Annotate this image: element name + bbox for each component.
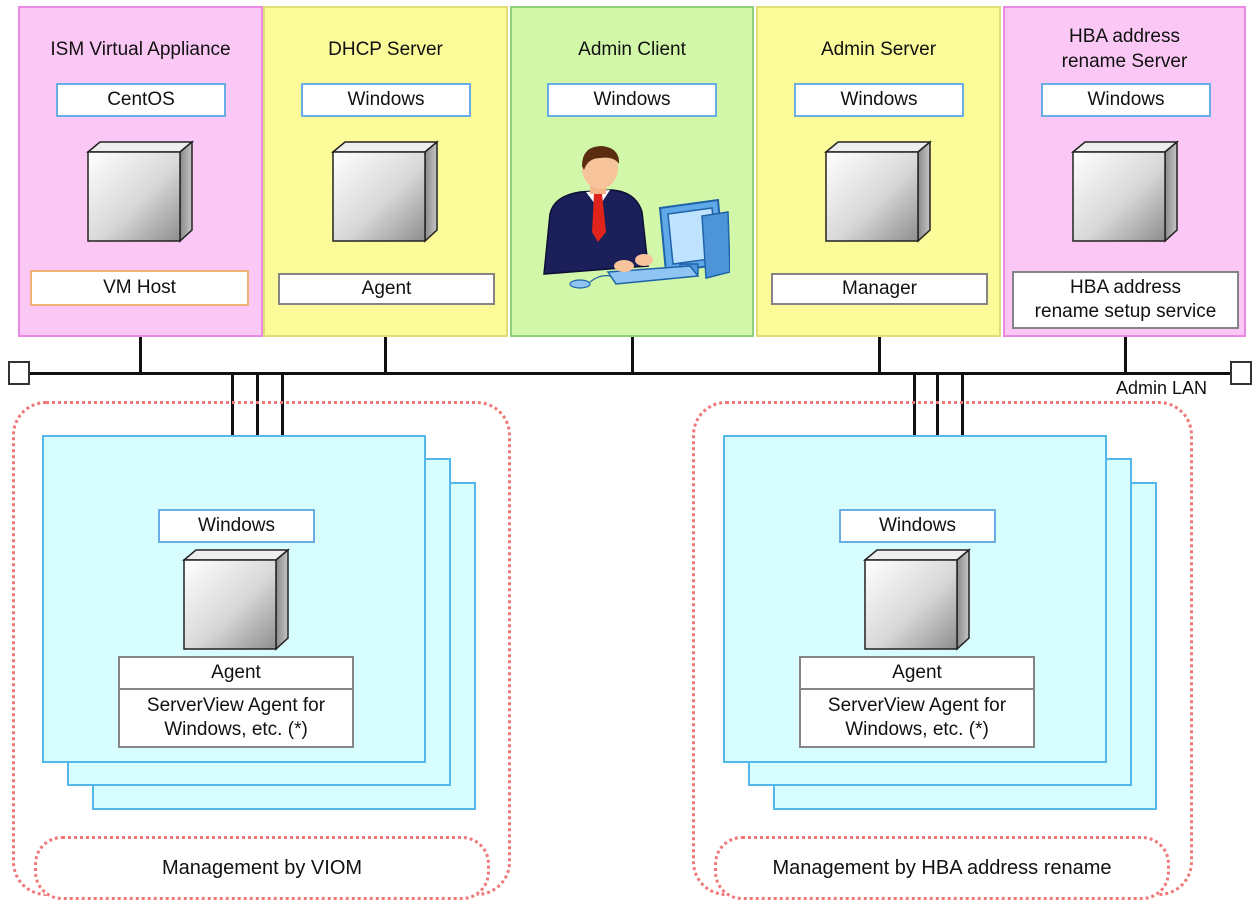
column-title: Admin Client (578, 39, 686, 60)
os-label: Windows (158, 509, 315, 543)
server-card-front: Windows Agent ServerView Agent for Windo… (42, 435, 426, 763)
box-line2: rename setup service (1034, 301, 1217, 322)
connector (631, 337, 634, 374)
column-title: ISM Virtual Appliance (50, 39, 231, 60)
group-label-viom: Management by VIOM (34, 836, 490, 900)
connector (913, 374, 916, 436)
lan-end-cap-left (8, 361, 30, 385)
column-title: DHCP Server (328, 39, 443, 60)
column-dhcp-server: DHCP Server Windows Agent (263, 6, 508, 337)
hba-setup-service-box: HBA address rename setup service (1012, 271, 1239, 329)
serverview-agent-box: ServerView Agent for Windows, etc. (*) (799, 688, 1035, 748)
serverview-agent-box: ServerView Agent for Windows, etc. (*) (118, 688, 354, 748)
os-label: Windows (794, 83, 964, 117)
connector (878, 337, 881, 374)
manager-box: Manager (771, 273, 988, 305)
agent-box: Agent (799, 656, 1035, 690)
agent-box: Agent (118, 656, 354, 690)
column-title-line1: HBA address (1069, 26, 1180, 47)
column-ism-virtual-appliance: ISM Virtual Appliance CentOS VM Host (18, 6, 263, 337)
lan-end-cap-right (1230, 361, 1252, 385)
os-label: Windows (1041, 83, 1211, 117)
box-line1: HBA address (1070, 277, 1181, 298)
box-line1: ServerView Agent for (146, 695, 326, 716)
connector (139, 337, 142, 374)
server-icon (86, 140, 194, 244)
connector (281, 374, 284, 436)
os-label: Windows (839, 509, 996, 543)
connector (961, 374, 964, 436)
admin-lan-label: Admin LAN (1116, 378, 1208, 398)
connector (936, 374, 939, 436)
box-line2: Windows, etc. (*) (164, 719, 308, 740)
os-label: CentOS (56, 83, 226, 117)
server-icon (824, 140, 932, 244)
column-title-line2: rename Server (1061, 51, 1188, 72)
box-line1: ServerView Agent for (827, 695, 1007, 716)
server-icon (863, 548, 971, 652)
os-label: Windows (301, 83, 471, 117)
column-hba-address-rename-server: HBA address rename Server Windows HBA ad… (1003, 6, 1246, 337)
server-icon (182, 548, 290, 652)
column-title: Admin Server (820, 39, 937, 60)
connector (231, 374, 234, 436)
connector (1124, 337, 1127, 374)
server-icon (1071, 140, 1179, 244)
os-label: Windows (547, 83, 717, 117)
connector (384, 337, 387, 374)
column-admin-client: Admin Client Windows (510, 6, 754, 337)
connector (256, 374, 259, 436)
server-icon (331, 140, 439, 244)
box-line2: Windows, etc. (*) (845, 719, 989, 740)
column-admin-server: Admin Server Windows Manager (756, 6, 1001, 337)
server-card-front: Windows Agent ServerView Agent for Windo… (723, 435, 1107, 763)
group-label-hba: Management by HBA address rename (714, 836, 1170, 900)
vm-host-box: VM Host (30, 270, 249, 306)
admin-user-at-computer-icon (543, 146, 730, 289)
agent-box: Agent (278, 273, 495, 305)
